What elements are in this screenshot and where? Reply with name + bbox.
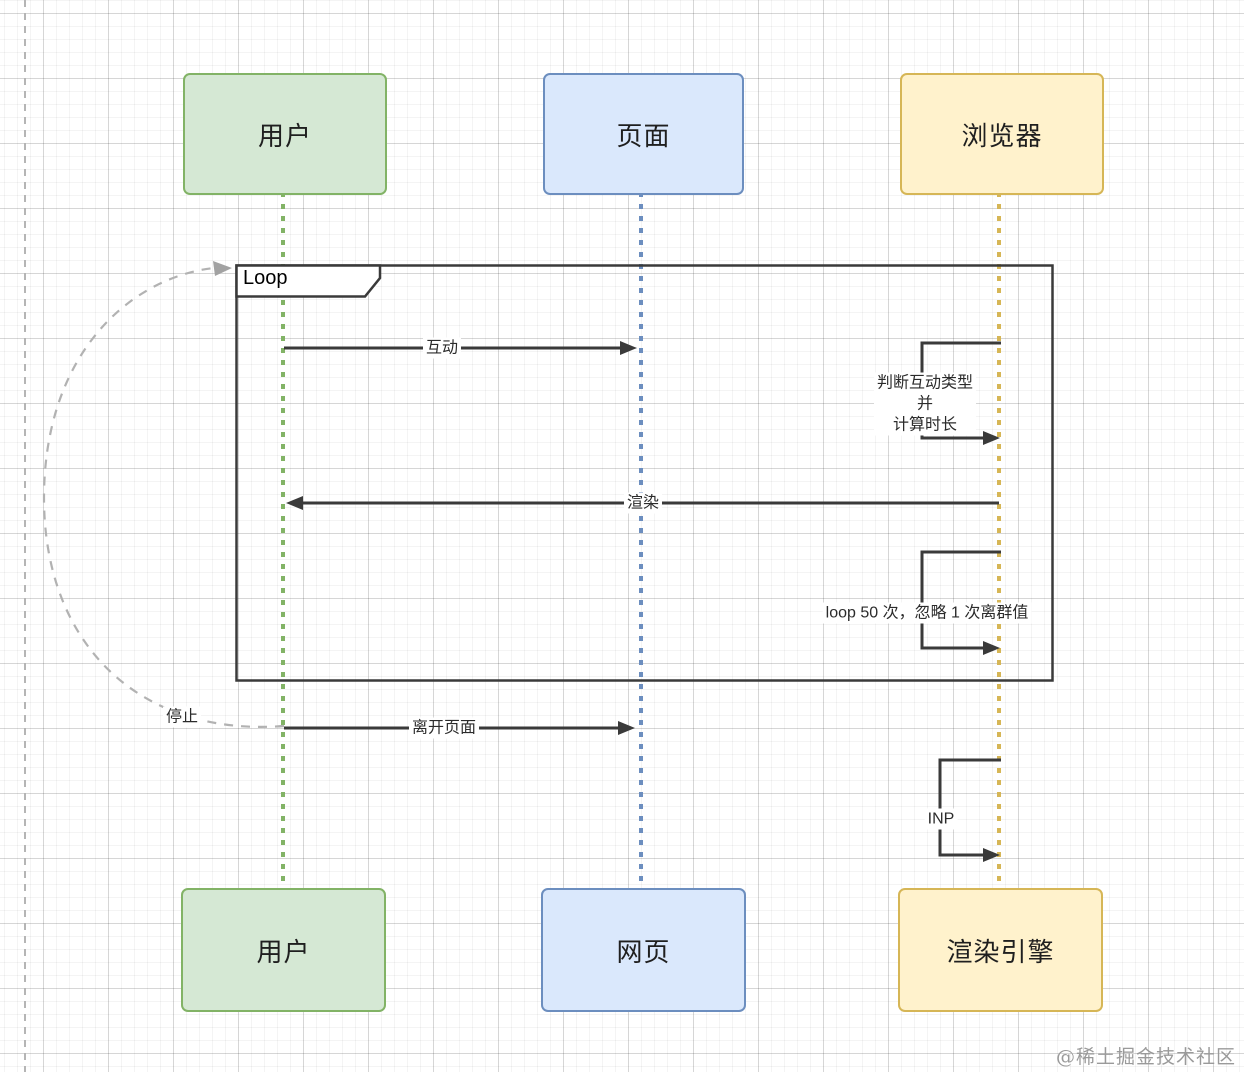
- render-arrowhead-icon: [286, 496, 303, 510]
- loop-fragment-title: Loop: [243, 267, 288, 289]
- actor-user-top: 用户: [183, 73, 387, 195]
- loop-fragment-box: [235, 264, 1054, 682]
- actor-webpage-bottom-label: 网页: [616, 936, 671, 967]
- render-message-label: 渲染: [623, 492, 663, 514]
- actor-user-top-label: 用户: [257, 120, 312, 151]
- actor-user-bottom-label: 用户: [256, 936, 311, 967]
- judge-selfcall-arrowhead-icon: [983, 431, 1000, 445]
- actor-browser-top: 浏览器: [900, 73, 1104, 195]
- judge-message-line2: 并: [916, 395, 934, 413]
- actor-user-bottom: 用户: [181, 888, 386, 1012]
- interact-arrowhead-icon: [620, 341, 637, 355]
- inp-selfcall-arrowhead-icon: [983, 848, 1000, 862]
- actor-webpage-bottom: 网页: [541, 888, 746, 1012]
- loop-label-tab: [235, 264, 382, 298]
- judge-message-label: 判断互动类型 并 计算时长: [873, 372, 977, 436]
- inp-selfcall-line: [938, 758, 1001, 857]
- actor-render-engine-bottom: 渲染引擎: [898, 888, 1103, 1012]
- stop-return-curve: [42, 266, 285, 728]
- judge-message-line3: 计算时长: [892, 416, 958, 434]
- actor-page-top-label: 页面: [616, 120, 671, 151]
- watermark-text: @稀土掘金技术社区: [1055, 1046, 1236, 1068]
- actor-page-top: 页面: [543, 73, 744, 195]
- stop-return-arrowhead-icon: [213, 261, 232, 276]
- loop50-message-label: loop 50 次，忽略 1 次离群值: [822, 602, 1032, 624]
- inp-message-label: INP: [924, 808, 958, 830]
- actor-browser-top-label: 浏览器: [961, 120, 1043, 151]
- stop-message-label: 停止: [162, 706, 202, 728]
- loop50-selfcall-arrowhead-icon: [983, 641, 1000, 655]
- leave-message-label: 离开页面: [408, 717, 480, 739]
- actor-render-engine-bottom-label: 渲染引擎: [946, 936, 1055, 967]
- interact-message-label: 互动: [422, 337, 462, 359]
- judge-message-line1: 判断互动类型: [876, 374, 974, 392]
- loop50-selfcall-line: [920, 550, 1001, 650]
- leave-arrowhead-icon: [618, 721, 635, 735]
